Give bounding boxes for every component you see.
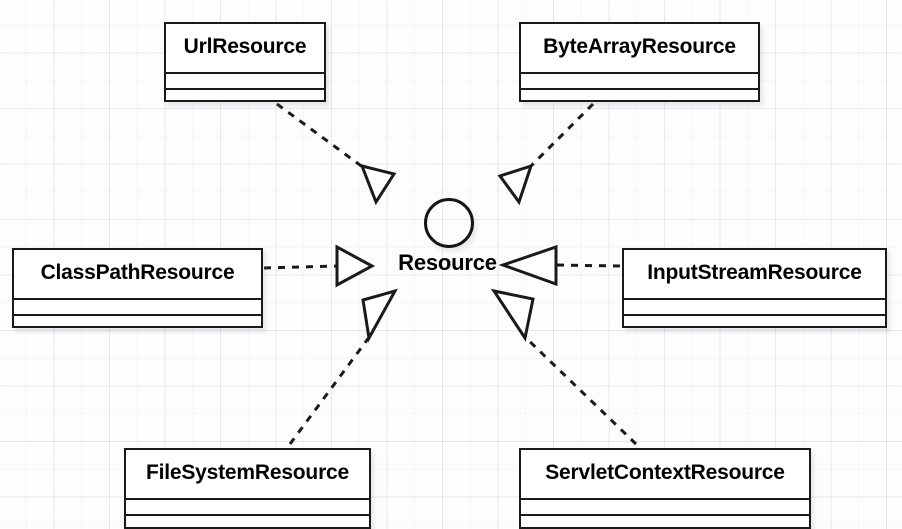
realization-line	[527, 102, 595, 170]
realization-line	[554, 263, 621, 268]
realization-line	[288, 335, 372, 445]
class-operations-compartment	[521, 90, 758, 104]
class-operations-compartment	[521, 516, 809, 529]
realization-line	[522, 334, 638, 446]
interface-lollipop-circle-icon	[424, 198, 474, 248]
class-attributes-compartment	[521, 500, 809, 516]
class-name-label: UrlResource	[166, 24, 324, 74]
realization-line	[276, 102, 365, 170]
class-box-file-system-resource[interactable]: FileSystemResource	[124, 448, 371, 529]
realization-filesystem-to-resource	[288, 288, 399, 445]
realization-bytearray-to-resource	[497, 102, 595, 206]
class-operations-compartment	[14, 316, 261, 330]
hollow-triangle-arrowhead	[490, 288, 535, 342]
realization-servletcontext-to-resource	[490, 288, 638, 446]
class-box-servlet-context-resource[interactable]: ServletContextResource	[519, 448, 811, 529]
class-attributes-compartment	[624, 300, 885, 316]
class-name-label: ByteArrayResource	[521, 24, 758, 74]
hollow-triangle-arrowhead	[361, 288, 399, 343]
class-box-byte-array-resource[interactable]: ByteArrayResource	[519, 22, 760, 102]
class-name-label: ServletContextResource	[521, 450, 809, 500]
class-operations-compartment	[624, 316, 885, 330]
class-operations-compartment	[166, 90, 324, 104]
class-attributes-compartment	[166, 74, 324, 90]
realization-line	[263, 264, 339, 270]
class-name-label: ClassPathResource	[14, 250, 261, 300]
class-box-input-stream-resource[interactable]: InputStreamResource	[622, 248, 887, 328]
class-attributes-compartment	[14, 300, 261, 316]
class-attributes-compartment	[521, 74, 758, 90]
class-operations-compartment	[126, 516, 369, 529]
class-name-label: InputStreamResource	[624, 250, 885, 300]
interface-name-label: Resource	[398, 250, 497, 275]
class-box-class-path-resource[interactable]: ClassPathResource	[12, 248, 263, 328]
class-name-label: FileSystemResource	[126, 450, 369, 500]
class-box-url-resource[interactable]: UrlResource	[164, 22, 326, 102]
interface-resource[interactable]: Resource	[340, 196, 555, 292]
realization-url-to-resource	[276, 102, 397, 206]
class-attributes-compartment	[126, 500, 369, 516]
